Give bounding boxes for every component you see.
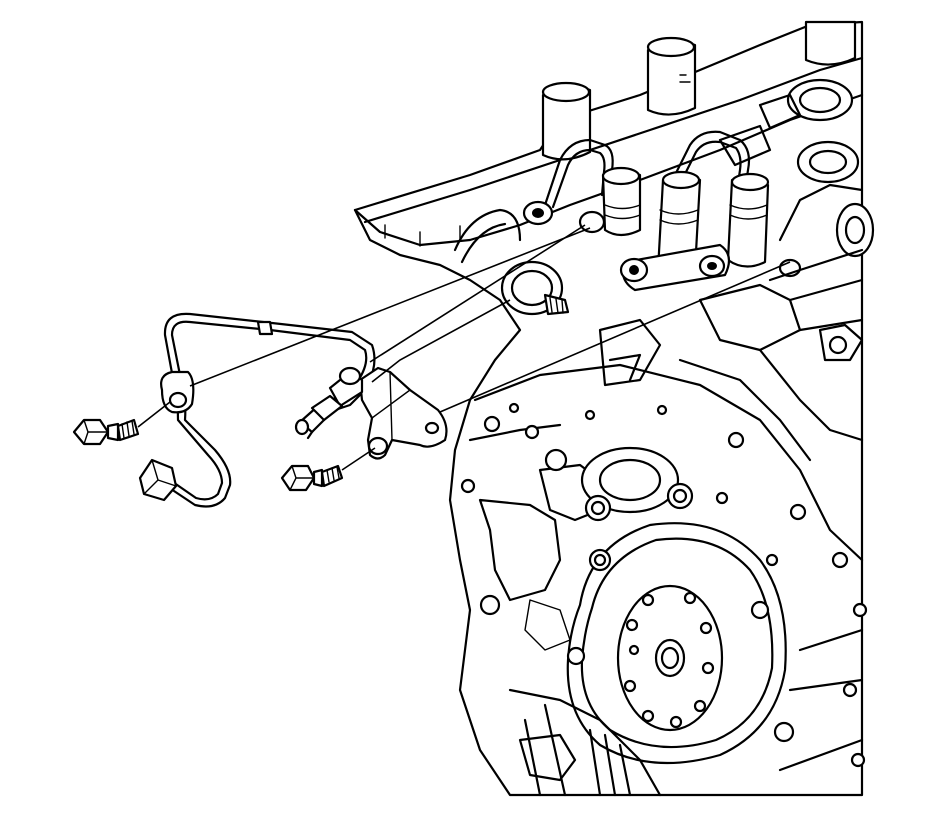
leader-right-bolt	[341, 447, 376, 471]
leader-bracket-to-block	[439, 261, 791, 413]
engine-block	[353, 20, 875, 797]
bolt-left	[72, 418, 140, 446]
high-pressure-fuel-lines	[543, 130, 751, 209]
lower-block	[508, 599, 866, 797]
leader-left-bolt	[137, 401, 171, 428]
timing-cover	[460, 363, 868, 765]
leader-quick-connect	[371, 299, 511, 383]
head-ports	[718, 78, 875, 258]
pipe-bracket	[294, 366, 448, 460]
alignment-lines	[137, 224, 791, 471]
leader-bracket-top	[369, 224, 586, 363]
fuel-rail	[522, 200, 802, 292]
fuel-pump-boss	[453, 208, 570, 316]
leader-pipe-to-pump	[189, 227, 591, 387]
bolt-right	[280, 464, 344, 492]
block-ribs	[598, 183, 864, 462]
upper-manifold-tubes	[541, 20, 857, 161]
